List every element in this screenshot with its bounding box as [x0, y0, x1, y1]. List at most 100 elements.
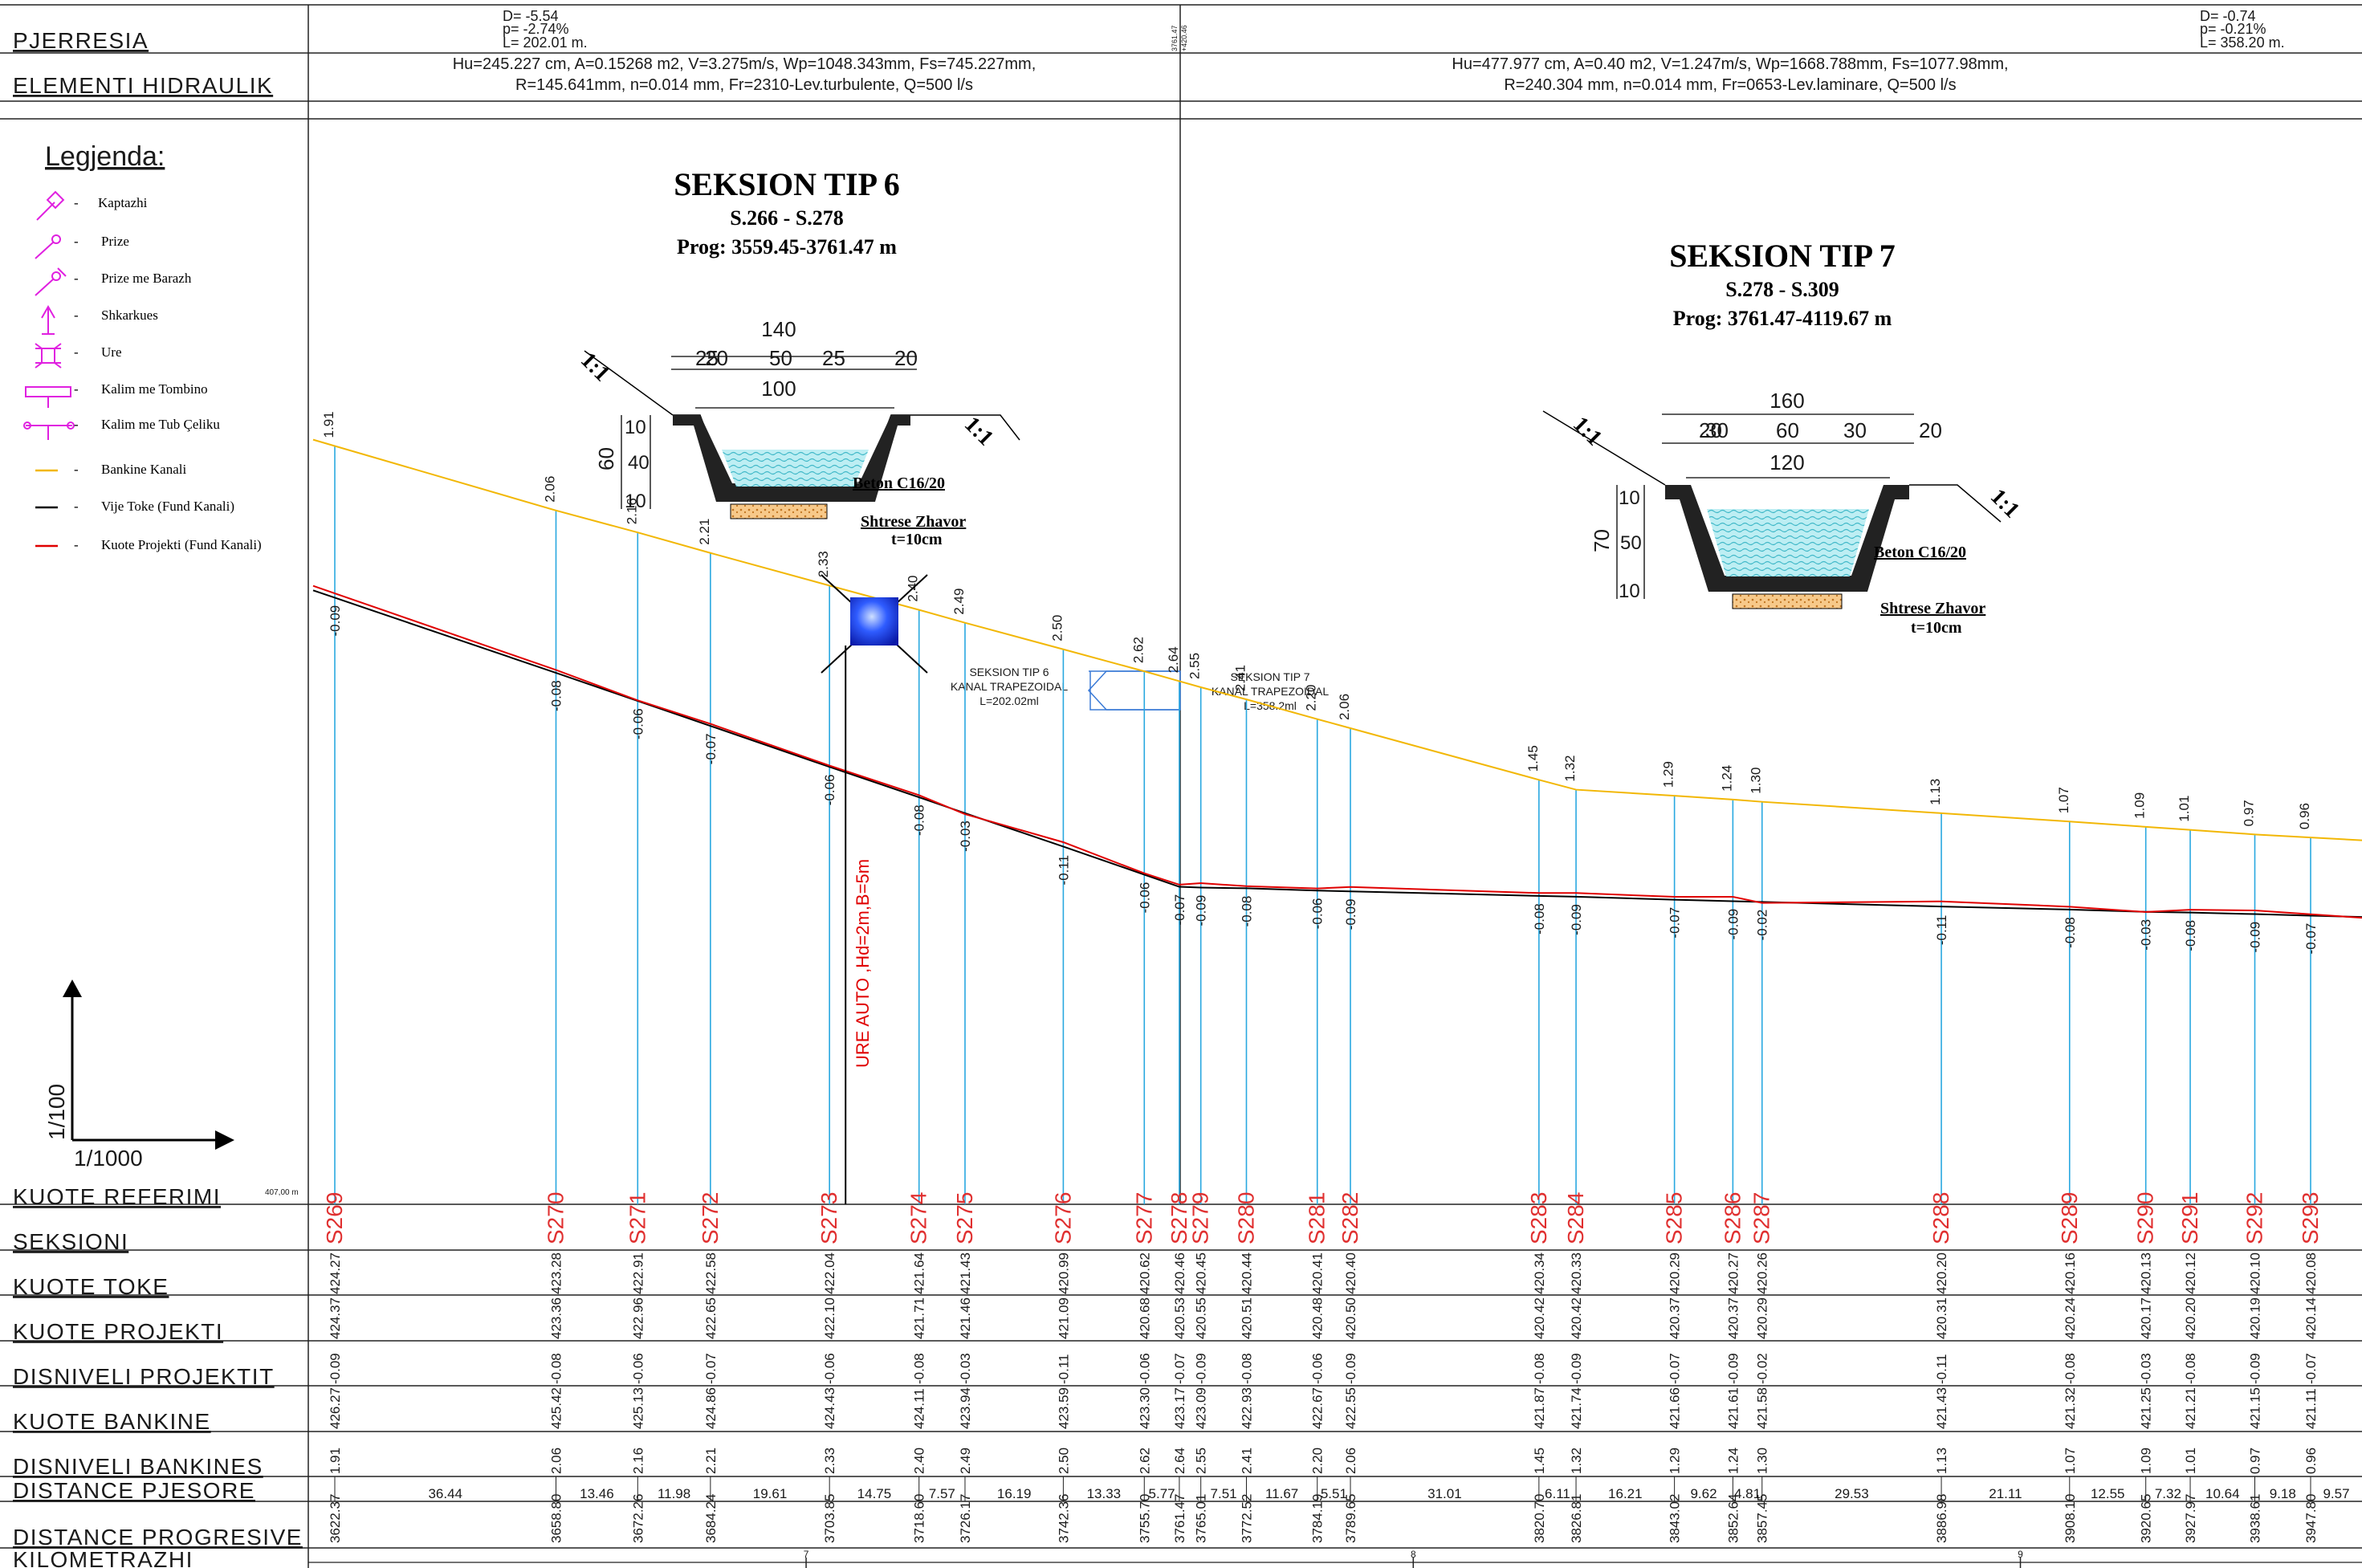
ground-elev: 422.04 — [822, 1252, 837, 1294]
progressive-distance: 3742.36 — [1056, 1494, 1071, 1543]
project-diff-label: -0.08 — [548, 680, 564, 711]
progressive-distance: 3772.52 — [1239, 1494, 1254, 1543]
slope-ratio-left: 1:1 — [1568, 412, 1607, 450]
progressive-distance: 3947.80 — [2303, 1494, 2319, 1543]
partial-distance: 7.32 — [2155, 1486, 2181, 1501]
project-diff: -0.06 — [630, 1353, 645, 1384]
legend-dash: - — [74, 271, 79, 286]
legend-item: -Vije Toke (Fund Kanali) — [35, 499, 234, 514]
arrow-up-icon — [63, 979, 82, 997]
bank-diff: 2.33 — [822, 1448, 837, 1474]
section-id: S276 — [1050, 1192, 1075, 1244]
ground-elev: 420.13 — [2139, 1252, 2154, 1294]
ground-elev: 420.29 — [1668, 1252, 1683, 1294]
row-label: ELEMENTI HIDRAULIK — [13, 73, 273, 98]
project-diff-label: -0.09 — [328, 605, 343, 637]
project-diff-label: -0.09 — [1343, 898, 1358, 930]
slope-ratio-right: 1:1 — [1985, 484, 2024, 523]
legend-dash: - — [74, 234, 79, 249]
legend-dash: - — [74, 307, 79, 323]
slope-l: L= 358.20 m. — [2200, 35, 2285, 51]
bank-elev: 421.11 — [2303, 1388, 2319, 1429]
dim-hpart: 10 — [1619, 580, 1640, 602]
project-diff-label: -0.08 — [912, 804, 927, 836]
bridge-label: URE AUTO ,Hd=2m,B=5m — [853, 859, 873, 1068]
project-elev: 420.50 — [1343, 1297, 1358, 1339]
project-diff: -0.11 — [1934, 1354, 1949, 1385]
concrete-label: Beton C16/20 — [1874, 544, 1966, 561]
bridge-icon — [850, 597, 898, 646]
row-label: DISNIVELI BANKINES — [13, 1454, 263, 1479]
partial-distance: 16.21 — [1608, 1486, 1643, 1501]
bank-diff: 2.06 — [548, 1448, 564, 1474]
legend-item: -Kaptazhi — [36, 190, 148, 221]
direction-arrow-icon — [1087, 670, 1180, 711]
horizontal-scale-label: 1/1000 — [74, 1146, 143, 1171]
project-diff: -0.08 — [912, 1353, 927, 1384]
ground-elev: 422.91 — [630, 1252, 645, 1294]
dim-hpart: 40 — [628, 452, 650, 474]
km-label: 9 — [2018, 1549, 2023, 1560]
partial-distance: 19.61 — [753, 1486, 788, 1501]
gravel-label: Shtrese Zhavor — [1880, 600, 1985, 617]
partial-distance: 16.19 — [997, 1486, 1032, 1501]
project-elev: 422.10 — [822, 1297, 837, 1339]
bank-diff: 0.97 — [2248, 1448, 2263, 1474]
bank-height-label: 1.30 — [1749, 768, 1764, 794]
dim-height: 70 — [1590, 529, 1614, 552]
project-diff-label: -0.11 — [1934, 915, 1949, 946]
partial-distance: 13.46 — [580, 1486, 614, 1501]
section-title: SEKSION TIP 7 — [1669, 238, 1896, 274]
project-diff-label: -0.06 — [822, 774, 837, 805]
bank-elev: 421.25 — [2139, 1387, 2154, 1429]
slope-info-seg2: D= -0.74 p= -0.21% L= 358.20 m. — [2200, 8, 2285, 51]
legend-dash: - — [74, 462, 79, 477]
partial-distance: 31.01 — [1427, 1486, 1462, 1501]
note-tip6-type: KANAL TRAPEZOIDAL — [951, 680, 1068, 693]
bank-diff: 2.62 — [1137, 1448, 1152, 1474]
hydraulic-line2: R=240.304 mm, n=0.014 mm, Fr=0653-Lev.la… — [1504, 76, 1956, 94]
ground-elev: 420.20 — [1934, 1252, 1949, 1294]
project-diff: -0.07 — [1172, 1353, 1187, 1384]
slope-d: D= -5.54 — [503, 8, 559, 24]
project-diff: -0.08 — [1239, 1353, 1254, 1384]
progressive-distance: 3938.61 — [2248, 1494, 2263, 1543]
ground-elev: 420.40 — [1343, 1252, 1358, 1294]
dim-hpart: 50 — [1620, 532, 1642, 554]
row-label: PJERRESIA — [13, 28, 149, 53]
project-elev: 420.24 — [2063, 1297, 2078, 1339]
partial-distance: 13.33 — [1087, 1486, 1122, 1501]
ground-elev: 420.10 — [2248, 1252, 2263, 1294]
section-id: S282 — [1338, 1192, 1362, 1244]
bank-height-label: 1.01 — [2177, 796, 2192, 822]
hydraulic-line1: Hu=245.227 cm, A=0.15268 m2, V=3.275m/s,… — [453, 55, 1036, 73]
project-diff-label: -0.07 — [2303, 923, 2319, 955]
section-id: S285 — [1662, 1192, 1687, 1244]
partial-distance: 9.62 — [1690, 1486, 1717, 1501]
progressive-distance: 3726.17 — [958, 1494, 973, 1543]
progressive-distance: 3622.37 — [328, 1494, 343, 1543]
legend-item: -Bankine Kanali — [35, 462, 186, 477]
hydraulic-info: Hu=245.227 cm, A=0.15268 m2, V=3.275m/s,… — [453, 55, 2009, 94]
project-line — [312, 584, 2362, 919]
change-elev-label: +420.46 — [1180, 25, 1188, 51]
dim-bottom: 120 — [1769, 450, 1804, 474]
ground-elev: 424.27 — [328, 1252, 343, 1294]
legend-dash: - — [74, 195, 79, 210]
project-diff: -0.08 — [2063, 1353, 2078, 1384]
project-diff-label: -0.08 — [1532, 903, 1547, 935]
row-label: DISTANCE PROGRESIVE — [13, 1525, 303, 1550]
bank-diff: 1.09 — [2139, 1448, 2154, 1474]
bank-height-label: 1.32 — [1562, 755, 1578, 781]
partial-distance: 11.98 — [658, 1486, 690, 1501]
project-diff-label: -0.11 — [1056, 855, 1071, 886]
project-diff-label: -0.09 — [1194, 895, 1209, 927]
bank-diff: 2.21 — [703, 1448, 719, 1474]
progressive-distance: 3927.97 — [2183, 1494, 2198, 1543]
progressive-distance: 3857.45 — [1755, 1494, 1770, 1543]
bank-elev: 421.74 — [1569, 1387, 1584, 1429]
bank-elev: 421.58 — [1755, 1387, 1770, 1429]
section-id: S277 — [1131, 1192, 1156, 1244]
